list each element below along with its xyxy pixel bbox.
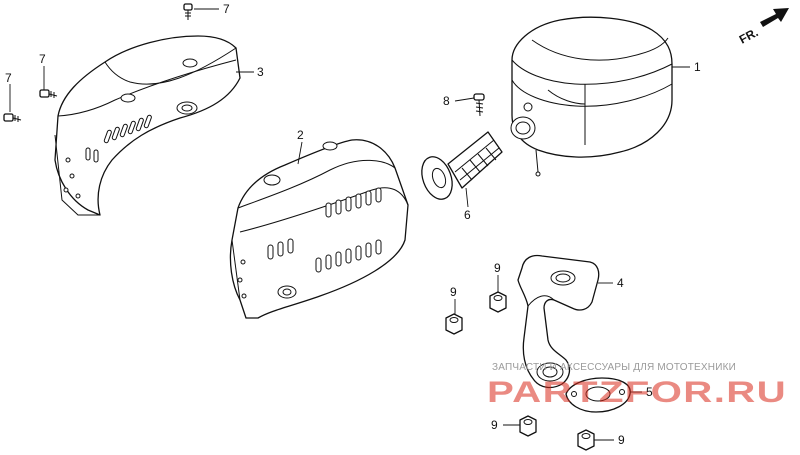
- part-5-gasket: [565, 377, 631, 413]
- watermark-brand: PARTZFOR.RU: [487, 376, 787, 409]
- part-9-nut-b: [489, 291, 507, 313]
- callout-5: 5: [646, 385, 653, 399]
- part-8-screw: [473, 93, 485, 117]
- front-arrow-icon: [760, 8, 789, 27]
- callout-6: 6: [464, 208, 471, 222]
- leader-lines: [9, 8, 690, 441]
- watermark-tagline: ЗАПЧАСТИ И АКСЕССУАРЫ ДЛЯ МОТОТЕХНИКИ: [492, 362, 736, 373]
- callout-9-d: 9: [618, 433, 625, 447]
- part-7-bolt-left-low: [3, 113, 22, 122]
- callout-1: 1: [694, 60, 701, 74]
- part-2-muffler-protector: [229, 139, 409, 319]
- part-4-exhaust-pipe: [517, 254, 600, 389]
- part-9-nut-a: [445, 313, 463, 335]
- part-9-nut-d: [577, 429, 595, 451]
- callout-7-left-low: 7: [5, 71, 12, 85]
- front-direction-marker: FR.: [737, 8, 789, 47]
- callout-3: 3: [257, 65, 264, 79]
- callout-9-b: 9: [494, 261, 501, 275]
- callout-9-c: 9: [491, 418, 498, 432]
- callout-labels: 7 7 7 3 2 1 8 6 4 5 9 9 9 9: [5, 2, 701, 447]
- part-7-bolt-top: [183, 3, 193, 20]
- front-marker-label: FR.: [737, 25, 761, 46]
- part-6-spark-arrester: [421, 131, 503, 200]
- callout-4: 4: [617, 276, 624, 290]
- watermark: ЗАПЧАСТИ И АКСЕССУАРЫ ДЛЯ МОТОТЕХНИКИ PA…: [487, 362, 787, 409]
- part-3-heat-shield-cover: [54, 35, 241, 216]
- callout-9-a: 9: [450, 285, 457, 299]
- part-1-muffler: [510, 16, 673, 177]
- part-7-bolt-left-mid: [39, 89, 58, 98]
- callout-2: 2: [297, 128, 304, 142]
- callout-8: 8: [443, 94, 450, 108]
- callout-7-top: 7: [223, 2, 230, 16]
- callout-7-left-mid: 7: [39, 52, 46, 66]
- part-9-nut-c: [519, 415, 537, 437]
